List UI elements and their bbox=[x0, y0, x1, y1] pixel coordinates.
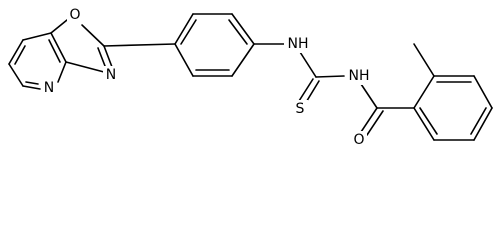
pyridine-ring bbox=[8, 32, 67, 90]
oxazole-nitrogen-label: N bbox=[106, 67, 116, 83]
toluoyl-ring bbox=[413, 75, 493, 141]
oxazole-oxygen-label: O bbox=[69, 7, 80, 23]
carbonyl-group bbox=[360, 107, 415, 136]
carbonyl-oxygen-label: O bbox=[353, 132, 364, 148]
structure-figure: O N N NH NH S O bbox=[8, 6, 493, 149]
oxazole-phenyl-bond bbox=[103, 43, 176, 47]
methyl-bond bbox=[413, 43, 435, 77]
pyridine-nitrogen-label: N bbox=[44, 80, 54, 96]
nh-carbonyl-bond bbox=[360, 83, 378, 109]
thiourea-group bbox=[298, 51, 345, 105]
molecule-drawing: O N N NH NH S O bbox=[8, 6, 493, 149]
thioamide-nh-label: NH bbox=[288, 36, 309, 52]
phenylene-ring bbox=[174, 13, 255, 77]
atom-labels: O N N NH NH S O bbox=[41, 6, 373, 149]
thione-sulfur-label: S bbox=[296, 101, 305, 117]
amide-nh-label: NH bbox=[349, 68, 370, 84]
oxazole-ring bbox=[50, 19, 113, 73]
